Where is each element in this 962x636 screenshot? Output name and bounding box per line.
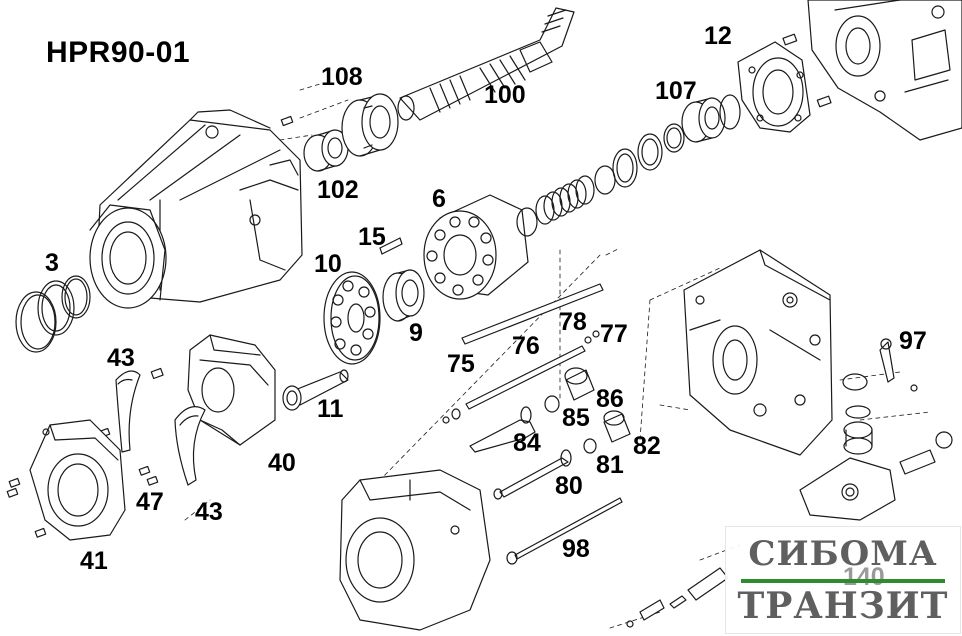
cylinder-block-6 <box>423 194 529 300</box>
rear-housing <box>807 0 962 141</box>
swash-plate-40 <box>187 334 276 446</box>
callout-9: 9 <box>409 319 423 347</box>
pin-15 <box>377 237 403 255</box>
watermark-stamp: 140 СИБОМА ТРАНЗИТ <box>725 526 961 634</box>
retainer-plate-10 <box>323 271 381 365</box>
callout-47: 47 <box>136 488 164 516</box>
bushing-102 <box>303 129 349 172</box>
callout-84: 84 <box>513 429 541 457</box>
callout-41: 41 <box>80 547 108 575</box>
callout-140: 140 <box>843 563 885 591</box>
callout-78: 78 <box>559 308 587 336</box>
rod-75 <box>461 283 604 345</box>
callout-80: 80 <box>555 472 583 500</box>
callout-86: 86 <box>596 385 624 413</box>
callout-15: 15 <box>358 223 386 251</box>
diagram-title: HPR90-01 <box>46 36 191 69</box>
spring-set <box>516 123 685 237</box>
callout-100: 100 <box>484 81 526 109</box>
rod-98 <box>506 497 623 565</box>
stamp-line-2: ТРАНЗИТ <box>737 585 949 627</box>
spool-84 <box>469 406 536 453</box>
bearing-shell-43-lower <box>174 406 206 486</box>
callout-6: 6 <box>432 185 446 213</box>
sleeve-82 <box>603 410 631 443</box>
small-orings-78-77 <box>584 330 600 344</box>
bearing-108 <box>341 93 399 157</box>
cradle-41 <box>29 419 126 541</box>
callout-75: 75 <box>447 350 475 378</box>
bearing-107 <box>681 94 741 143</box>
callout-81: 81 <box>596 451 624 479</box>
lower-housing <box>339 469 491 631</box>
callout-43-upper: 43 <box>107 344 135 372</box>
callout-11: 11 <box>317 395 344 423</box>
callout-107: 107 <box>655 77 697 105</box>
valve-body-140 <box>799 384 953 521</box>
control-valve-97 <box>842 338 895 455</box>
callout-82: 82 <box>633 432 661 460</box>
rod-76 <box>442 345 586 424</box>
callout-77: 77 <box>600 320 628 348</box>
sleeve-86 <box>564 367 595 401</box>
control-block <box>683 249 833 456</box>
end-cover-12 <box>737 41 811 133</box>
valve-parts-lower <box>626 567 729 628</box>
stamp-line-1: СИБОМА <box>748 534 938 574</box>
callout-43-lower: 43 <box>195 498 223 526</box>
bearing-shell-43-upper <box>115 370 141 453</box>
ball-guide-9 <box>382 269 425 322</box>
callout-12: 12 <box>704 22 732 50</box>
spool-80 <box>493 449 572 500</box>
callout-40: 40 <box>268 449 296 477</box>
callout-97: 97 <box>899 327 927 355</box>
callout-3: 3 <box>45 249 59 277</box>
callout-108: 108 <box>321 63 363 91</box>
piston-11 <box>282 369 349 411</box>
callout-98: 98 <box>562 535 590 563</box>
washer-85 <box>544 395 560 413</box>
pins-small <box>280 33 832 127</box>
callout-76: 76 <box>512 332 540 360</box>
housing <box>89 109 303 309</box>
seal-rings-3 <box>15 275 91 353</box>
stamp-divider <box>741 579 945 583</box>
callout-85: 85 <box>562 404 590 432</box>
washer-81 <box>583 438 597 454</box>
callout-10: 10 <box>314 250 342 278</box>
drive-shaft-100 <box>397 7 575 121</box>
callout-102: 102 <box>317 176 359 204</box>
